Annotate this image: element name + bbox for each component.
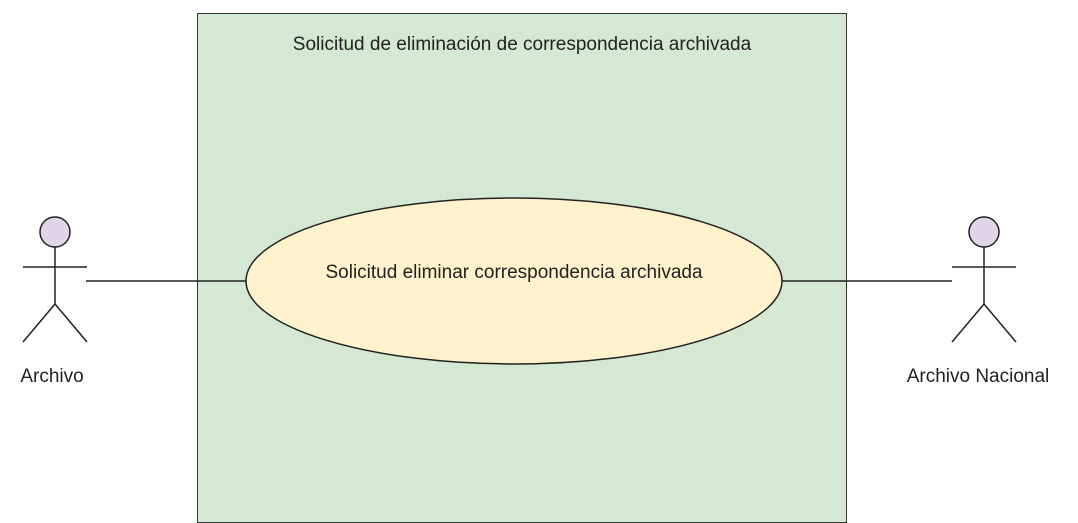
actor-archivo-nacional-label: Archivo Nacional xyxy=(906,366,1050,387)
use-case-label: Solicitud eliminar correspondencia archi… xyxy=(325,262,703,283)
actor-archivo-label: Archivo xyxy=(20,366,84,387)
use-case-ellipse[interactable] xyxy=(245,197,783,365)
actor-archivo-nacional-right-leg xyxy=(983,303,1017,343)
actor-archivo-right-leg xyxy=(54,303,88,343)
system-boundary-title: Solicitud de eliminación de corresponden… xyxy=(292,34,752,55)
actor-archivo-head xyxy=(39,216,71,248)
actor-archivo-nacional-head xyxy=(968,216,1000,248)
actor-archivo[interactable] xyxy=(22,216,88,343)
actor-archivo-left-leg xyxy=(22,303,56,343)
actor-archivo-nacional[interactable] xyxy=(951,216,1017,343)
actor-archivo-nacional-left-leg xyxy=(951,303,985,343)
